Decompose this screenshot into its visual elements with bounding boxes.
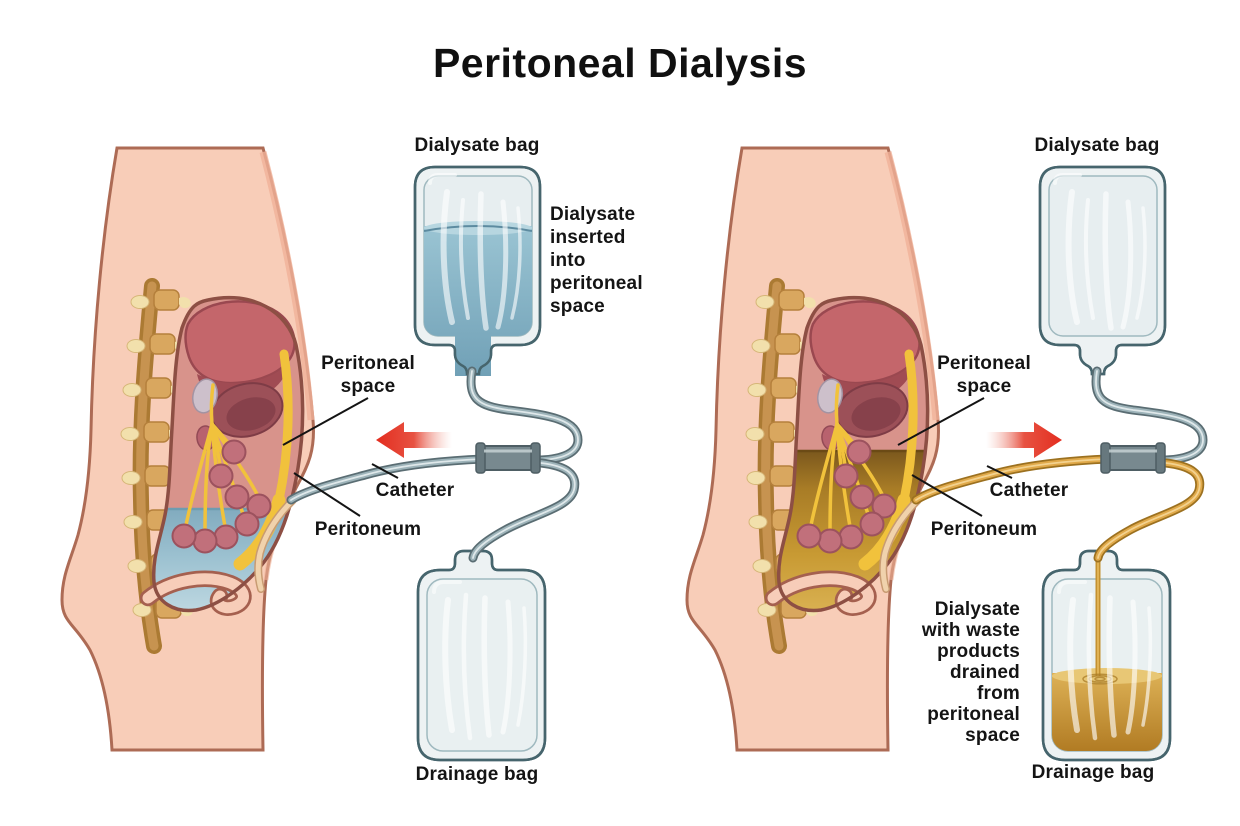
drain-tube (1093, 458, 1205, 563)
catheter-left (286, 454, 488, 505)
label-peritoneal-space-right: Peritoneal space (937, 353, 1031, 397)
label-drainage-bag-left: Drainage bag (415, 764, 539, 785)
bag-tube (466, 366, 583, 465)
label-drain-note-right: Dialysate with waste products drained fr… (921, 599, 1020, 746)
body-right-drain-phase (685, 146, 941, 752)
label-dialysate-bag-left: Dialysate bag (414, 135, 540, 156)
drainage-bag-left (416, 549, 547, 762)
bag-tube (1091, 366, 1208, 465)
leader-lines (282, 397, 1013, 517)
label-catheter-left: Catheter (375, 480, 455, 501)
flow-left-arrow-icon (376, 422, 452, 458)
tubing-right (911, 366, 1208, 563)
label-peritoneal-space-left: Peritoneal space (321, 353, 415, 397)
catheter-right (911, 454, 1113, 505)
dialysate-bag-left (413, 165, 542, 376)
leader-peritoneum-left (293, 472, 361, 517)
leader-peritoneal-space-left (282, 397, 369, 446)
flow-right-arrow-icon (986, 422, 1062, 458)
label-fill-note-left: Dialysate inserted into peritoneal space (550, 204, 643, 317)
leader-catheter-left (371, 463, 399, 479)
catheter-tip-left (254, 496, 297, 593)
leader-peritoneum-right (911, 474, 983, 517)
drainage-bag-right (1041, 549, 1172, 762)
label-catheter-right: Catheter (989, 480, 1069, 501)
label-drainage-bag-right: Drainage bag (1031, 762, 1155, 783)
label-dialysate-bag-right: Dialysate bag (1034, 135, 1160, 156)
catheter-tip-right (879, 496, 922, 593)
leader-catheter-right (986, 465, 1013, 479)
leader-peritoneal-space-right (897, 397, 985, 446)
diagram-title: Peritoneal Dialysis (432, 40, 808, 86)
body-left-fill-phase (60, 146, 316, 752)
label-peritoneum-left: Peritoneum (314, 519, 422, 540)
dialysate-bag-right (1038, 165, 1167, 376)
tubing-left (286, 366, 583, 563)
drain-tube (468, 458, 580, 563)
label-peritoneum-right: Peritoneum (930, 519, 1038, 540)
